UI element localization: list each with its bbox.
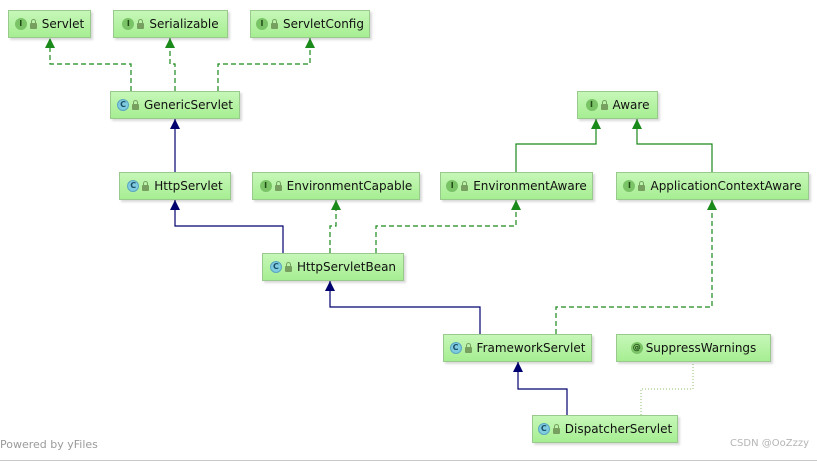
lock-icon	[464, 342, 472, 353]
node-servletconfig[interactable]: I ServletConfig	[250, 10, 370, 38]
edge-frameworkservlet-to-httpservletbean	[325, 281, 481, 334]
node-label: DispatcherServlet	[564, 422, 673, 436]
class-icon: C	[269, 261, 282, 273]
node-environmentcapable[interactable]: I EnvironmentCapable	[252, 172, 420, 200]
node-label: ServletConfig	[283, 17, 364, 31]
node-frameworkservlet[interactable]: C FrameworkServlet	[443, 334, 592, 362]
edge-dispatcherservlet-to-frameworkservlet	[513, 362, 568, 415]
edge-httpservletbean-to-httpservlet	[170, 200, 284, 253]
interface-icon: I	[585, 99, 598, 111]
node-genericservlet[interactable]: C GenericServlet	[110, 91, 240, 119]
csdn-watermark: CSDN @OoZzzy	[730, 438, 809, 449]
lock-icon	[271, 18, 279, 29]
node-servlet[interactable]: I Servlet	[8, 10, 91, 38]
node-label: HttpServletBean	[296, 260, 397, 274]
node-label: Servlet	[41, 17, 85, 31]
interface-icon: I	[122, 18, 135, 30]
interface-icon: I	[256, 18, 269, 30]
node-label: EnvironmentCapable	[286, 179, 413, 193]
edge-environmentaware-to-aware	[515, 119, 601, 172]
interface-icon: I	[623, 180, 636, 192]
node-environmentaware[interactable]: I EnvironmentAware	[440, 172, 593, 200]
node-httpservlet[interactable]: C HttpServlet	[119, 172, 231, 200]
class-icon: C	[127, 180, 140, 192]
interface-icon: I	[14, 18, 27, 30]
lock-icon	[461, 180, 469, 191]
node-aware[interactable]: I Aware	[577, 91, 658, 119]
node-label: GenericServlet	[144, 98, 233, 112]
edge-httpservletbean-to-environmentaware	[375, 200, 521, 253]
node-serializable[interactable]: I Serializable	[113, 10, 228, 38]
node-dispatcherservlet[interactable]: C DispatcherServlet	[532, 415, 678, 443]
node-label: Aware	[612, 98, 650, 112]
class-icon: C	[117, 99, 129, 111]
edge-genericservlet-to-servletconfig	[217, 38, 315, 91]
bottom-divider	[0, 460, 817, 461]
node-httpservletbean[interactable]: C HttpServletBean	[262, 253, 404, 281]
lock-icon	[638, 180, 646, 191]
lock-icon	[29, 18, 37, 29]
edge-genericservlet-to-servlet	[45, 38, 132, 91]
edge-httpservletbean-to-environmentcapable	[329, 200, 341, 253]
interface-icon: I	[259, 180, 272, 192]
lock-icon	[142, 180, 150, 191]
powered-by-yfiles: Powered by yFiles	[0, 438, 98, 451]
edge-frameworkservlet-to-applicationcontextaware	[555, 200, 717, 334]
node-label: ApplicationContextAware	[650, 179, 802, 193]
lock-icon	[552, 423, 560, 434]
node-label: SuppressWarnings	[645, 341, 757, 355]
lock-icon	[137, 18, 145, 29]
node-label: Serializable	[149, 17, 219, 31]
lock-icon	[274, 180, 282, 191]
class-icon: C	[537, 423, 550, 435]
node-label: EnvironmentAware	[473, 179, 587, 193]
node-suppresswarnings[interactable]: @SuppressWarnings	[616, 334, 771, 362]
edge-applicationcontextaware-to-aware	[632, 119, 713, 172]
lock-icon	[284, 261, 292, 272]
edge-genericservlet-to-serializable	[165, 38, 176, 91]
interface-icon: I	[446, 180, 459, 192]
annotation-icon: @	[630, 342, 643, 354]
edge-dispatcherservlet-to-suppresswarnings	[640, 362, 694, 415]
node-applicationcontextaware[interactable]: I ApplicationContextAware	[616, 172, 809, 200]
node-label: FrameworkServlet	[476, 341, 586, 355]
lock-icon	[132, 99, 139, 110]
node-label: HttpServlet	[154, 179, 223, 193]
class-icon: C	[449, 342, 462, 354]
lock-icon	[600, 99, 608, 110]
